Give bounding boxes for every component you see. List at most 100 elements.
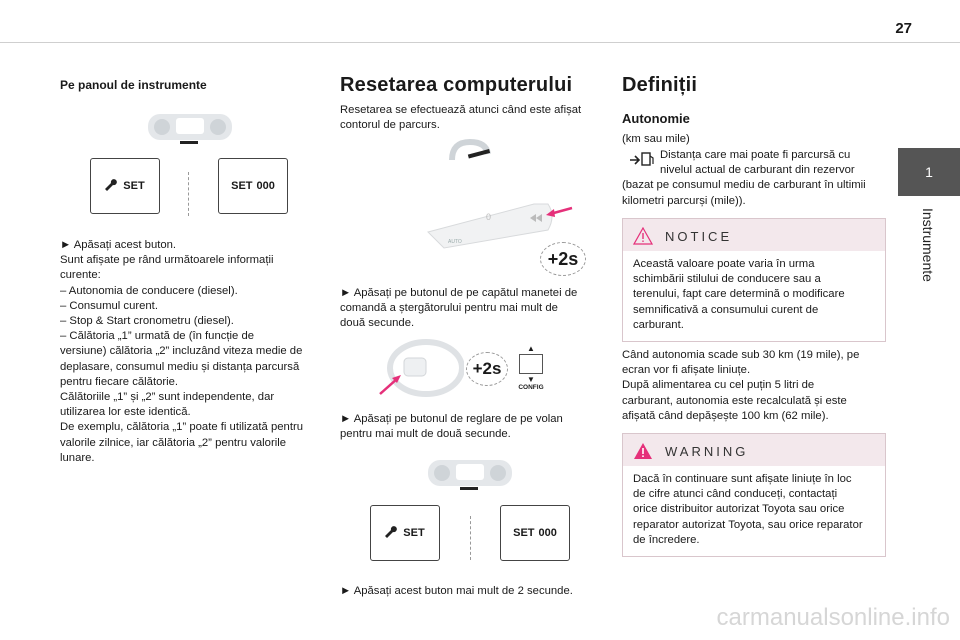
col1-line: valorile zilnice, iar călătoria „2” pent… [60, 436, 287, 449]
side-tab[interactable]: 1 [898, 148, 960, 196]
dashboard-illustration-2 [428, 460, 512, 490]
set-000-button-right[interactable]: SET 000 [218, 158, 288, 214]
notice-header: NOTICE [623, 219, 885, 251]
column-1: Pe panoul de instrumente [60, 78, 322, 92]
col2-intro-line: contorul de parcurs. [340, 119, 440, 132]
col3-def-line: kilometri parcurși (mile)). [622, 194, 746, 207]
col3-def-line: Distanța care mai poate fi parcursă cu [660, 149, 851, 161]
hold-2s-badge-2: +2s [466, 352, 508, 386]
notice-box: NOTICE Această valoare poate varia în ur… [622, 218, 886, 342]
col2-step3: ► Apăsați acest buton mai mult de 2 secu… [340, 584, 610, 599]
col2-step1-line: ► Apăsați pe butonul de pe capătul manet… [340, 287, 578, 299]
col3-subheading: Autonomie [622, 111, 690, 126]
notice-title: NOTICE [665, 228, 733, 244]
config-control[interactable]: ▲ ▼ CONFIG [514, 344, 548, 402]
warning-header: WARNING [623, 434, 885, 466]
dashboard-illustration [148, 114, 232, 144]
wiper-stalk-illustration: AUTO 0 [427, 203, 573, 249]
set-000-button-right-2-label-b: 000 [538, 527, 557, 539]
col1-line: curente: [60, 269, 101, 282]
notice-line: semnificativă a consumului curent de [633, 303, 819, 316]
down-arrow-icon: ▼ [527, 375, 535, 384]
hold-2s-badge: +2s [540, 242, 586, 276]
warning-box: WARNING Dacă în continuare sunt afișate … [622, 433, 886, 557]
warning-title: WARNING [665, 443, 749, 459]
set-button-left-label: SET [123, 180, 145, 192]
col1-line: Călătoriile „1” și „2” sunt independente… [60, 391, 275, 404]
set-000-button-right-2[interactable]: SET 000 [500, 505, 570, 561]
pink-arrow-icon [546, 206, 573, 217]
col1-line: – Autonomia de conducere (diesel). [60, 284, 238, 297]
up-arrow-icon: ▲ [527, 344, 535, 353]
col2-heading: Resetarea computerului [340, 74, 573, 96]
col2-step1-line: două secunde. [340, 317, 415, 330]
svg-text:0: 0 [486, 212, 491, 222]
hold-2s-badge-text: +2s [547, 248, 579, 269]
col1-line: De exemplu, călătoria „1” poate fi utili… [60, 421, 304, 434]
steering-wheel-buttons-illustration [379, 339, 464, 397]
warning-line: de cifre atunci când conduceți, contacta… [633, 488, 838, 501]
col1-line: deplasare, consumul mediu și distanța pa… [60, 360, 300, 373]
notice-line: carburant. [633, 318, 684, 331]
column-3: Definiții Autonomie (km sau mile) [622, 74, 886, 147]
set-000-button-right-label-a: SET [231, 180, 253, 192]
notice-body: Această valoare poate varia în urma schi… [623, 251, 885, 339]
set-button-left[interactable]: SET [90, 158, 160, 214]
col3-unit: (km sau mile) [622, 133, 690, 145]
col3-para-line: ecran vor fi afișate liniuțe. [622, 364, 751, 377]
side-tab-label-box: Instrumente [898, 200, 960, 320]
col3-para-line: carburant, autonomia este recalculată și… [622, 394, 847, 407]
col1-heading: Pe panoul de instrumente [60, 78, 207, 92]
col2-step1-line: comandă a ștergătorului pentru mai mult … [340, 302, 558, 315]
set-button-left-2-label: SET [403, 527, 425, 539]
side-tab-number: 1 [925, 164, 933, 180]
wrench-icon [105, 179, 118, 191]
warning-line: de încredere. [633, 533, 700, 546]
warning-line: reparator autorizat Toyota, sau orice re… [633, 518, 863, 531]
notice-line: terenului, fapt care determină o modific… [633, 288, 845, 301]
config-screen [519, 354, 543, 374]
col2-step2-line: pentru mai mult de două secunde. [340, 428, 511, 441]
col3-para-line: afișată când depășește 100 km (62 mile). [622, 409, 829, 422]
notice-line: schimbării stilului de conducere sau a [633, 273, 821, 286]
page-number: 27 [895, 20, 912, 37]
col3-def-line: nivelul actual de carburant din rezervor [660, 164, 855, 177]
set-button-left-2[interactable]: SET [370, 505, 440, 561]
col1-body: ► Apăsați acest buton. Sunt afișate pe r… [60, 238, 328, 466]
col1-line: lunare. [60, 451, 95, 464]
col1-line: – Consumul curent. [60, 299, 158, 312]
button-divider-2 [470, 516, 472, 560]
button-divider [188, 172, 190, 216]
hold-2s-badge-2-text: +2s [472, 359, 502, 378]
col1-line: utilizarea lor este identică. [60, 406, 191, 419]
notice-line: Această valoare poate varia în urma [633, 258, 815, 270]
warning-body: Dacă în continuare sunt afișate liniuțe … [623, 466, 885, 554]
col3-def-line: (bazat pe consumul mediu de carburant în… [622, 179, 866, 192]
col2-step2: ► Apăsați pe butonul de reglare de pe vo… [340, 412, 606, 442]
col3-paragraph: Când autonomia scade sub 30 km (19 mile)… [622, 348, 888, 424]
col1-line: – Stop & Start cronometru (diesel). [60, 315, 234, 328]
warning-triangle-icon [634, 443, 652, 459]
col2-step3-line: ► Apăsați acest buton mai mult de 2 secu… [340, 585, 573, 597]
col3-definition: Distanța care mai poate fi parcursă cu n… [622, 148, 888, 209]
col2-intro-line: Resetarea se efectuează atunci când este… [340, 104, 582, 116]
notice-triangle-icon [633, 227, 653, 245]
col3-para-line: După alimentarea cu cel puțin 5 litri de [622, 379, 815, 392]
stalk-auto-text: AUTO [448, 239, 462, 245]
col1-line: ► Apăsați acest buton. [60, 239, 177, 251]
column-2: Resetarea computerului Resetarea se efec… [340, 74, 604, 133]
set-000-button-right-label-b: 000 [256, 180, 275, 192]
watermark-text: carmanualsonline.info [716, 604, 950, 631]
col1-line: – Călătoria „1” urmată de (în funcție de [60, 330, 255, 343]
col1-line: pentru fiecare călătorie. [60, 375, 179, 388]
col3-para-line: Când autonomia scade sub 30 km (19 mile)… [622, 349, 860, 361]
warning-line: orice distribuitor autorizat Toyota sau … [633, 503, 845, 516]
col1-line: versiune) călătoria „2” incluzând viteza… [60, 345, 303, 358]
watermark: carmanualsonline.info [0, 604, 960, 632]
col2-step1: ► Apăsați pe butonul de pe capătul manet… [340, 286, 606, 332]
fuel-range-icon [630, 152, 654, 166]
col3-heading: Definiții [622, 74, 698, 96]
wrench-icon [385, 526, 398, 538]
side-tab-label: Instrumente [920, 208, 936, 282]
set-000-button-right-2-label-a: SET [513, 527, 535, 539]
